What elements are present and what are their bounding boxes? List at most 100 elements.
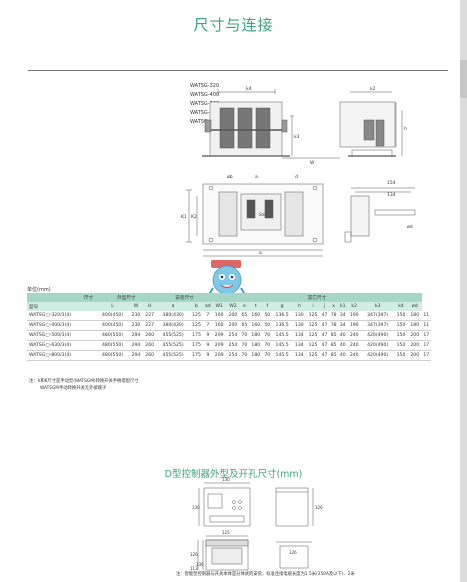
table-cell: 47 <box>319 330 330 341</box>
table-cell: 145.5 <box>271 330 293 341</box>
header-mount: 安装尺寸 <box>156 293 213 302</box>
header-col: b <box>189 302 204 311</box>
model-list: WATSG-320 WATSG-400 WATSG-500 WATSG-630 … <box>190 82 219 127</box>
header-other: 其它尺寸 <box>212 293 422 302</box>
header-col: k3 <box>361 302 395 311</box>
dim-cut-height: 126 <box>289 550 297 555</box>
dim-od: ød <box>407 224 413 230</box>
table-cell: 134 <box>292 350 307 361</box>
table-cell: 200 <box>226 311 240 321</box>
header-col: h <box>292 302 307 311</box>
dim-h: h <box>404 126 407 132</box>
table-cell: 200 <box>407 330 422 341</box>
table-cell: 145.5 <box>271 340 293 351</box>
table-cell: 400(450) <box>96 311 130 321</box>
header-model: 型号 <box>27 302 97 311</box>
table-cell: 240 <box>347 330 362 341</box>
table-cell: 380(430) <box>156 320 190 331</box>
header-col: W2 <box>226 302 240 311</box>
header-col: W <box>129 302 143 311</box>
table-cell: 50 <box>262 320 272 331</box>
header-col: k1 <box>338 302 348 311</box>
dim-k1: K1 <box>181 214 187 220</box>
table-cell: 70 <box>262 340 272 351</box>
row-model: WATSG▢-800/3(4) <box>27 350 97 361</box>
table-cell: 150 <box>394 311 408 321</box>
table-cell: 17 <box>421 340 431 351</box>
table-cell: 85 <box>329 350 339 361</box>
table-cell: 40 <box>338 330 348 341</box>
table-cell: 70 <box>262 330 272 341</box>
table-cell: 125 <box>306 330 320 341</box>
table-cell: 125 <box>306 311 320 321</box>
table-cell: 209 <box>212 330 227 341</box>
table-cell: 47 <box>319 350 330 361</box>
table-cell: 160 <box>212 320 227 331</box>
table-cell: 347(397) <box>361 320 395 331</box>
dim-k2: k2 <box>370 86 376 92</box>
table-cell: 130 <box>292 311 307 321</box>
model-item: WATSG-800 <box>190 119 220 125</box>
table-cell: 200 <box>407 340 422 351</box>
table-cell: 17 <box>421 350 431 361</box>
table-cell: 34 <box>338 320 348 331</box>
header-col: ød <box>407 302 422 311</box>
header-col: W1 <box>212 302 227 311</box>
model-item: WATSG-320 <box>190 83 220 89</box>
table-cell: 180 <box>248 330 263 341</box>
table-cell: 175 <box>189 330 204 341</box>
table-cell: 480(550) <box>96 330 130 341</box>
table-cell: 200 <box>407 350 422 361</box>
table-cell: 70 <box>239 340 249 351</box>
table-cell: 85 <box>329 330 339 341</box>
table-cell: 400(450) <box>96 320 130 331</box>
table-cell: 47 <box>319 340 330 351</box>
dim-154: 154 <box>387 180 396 186</box>
header-col: e <box>239 302 249 311</box>
table-cell: 17 <box>421 330 431 341</box>
header-col: k2 <box>347 302 362 311</box>
table-header-group: 尺寸 外型尺寸 安装尺寸 其它尺寸 <box>27 293 431 302</box>
footnote: 注：智能型控制器与开关本体是分体式的安装，标准连接电缆长度为1.5米(250A及… <box>176 572 355 577</box>
note-line: WATSGM手动转换开关无外接端子 <box>40 386 107 391</box>
header-col: H <box>142 302 157 311</box>
table-cell: 125 <box>189 311 204 321</box>
table-cell: 294 <box>129 350 143 361</box>
table-cell: 78 <box>329 320 339 331</box>
dim-k2-left: K2 <box>191 214 197 220</box>
table-cell: 254 <box>226 350 240 361</box>
table-cell: 209 <box>212 350 227 361</box>
table-cell: 294 <box>129 340 143 351</box>
table-cell: 34 <box>338 311 348 321</box>
header-col: x <box>329 302 339 311</box>
dim-a-top: a <box>255 175 258 180</box>
table-cell: 150 <box>394 340 408 351</box>
table-cell: 200 <box>226 320 240 331</box>
header-col: a <box>156 302 190 311</box>
table-cell: 125 <box>189 320 204 331</box>
table-cell: 125 <box>306 340 320 351</box>
header-col: j <box>319 302 330 311</box>
table-cell: 150 <box>394 350 408 361</box>
table-cell: 455(525) <box>156 330 190 341</box>
table-cell: 145.5 <box>271 350 293 361</box>
table-cell: 420(490) <box>361 350 395 361</box>
table-cell: 227 <box>142 320 157 331</box>
table-cell: 65 <box>239 311 249 321</box>
dim-d: d <box>295 174 298 180</box>
table-cell: 125 <box>306 320 320 331</box>
table-cell: 9 <box>203 340 213 351</box>
table-cell: 209 <box>212 340 227 351</box>
header-col: ad <box>203 302 213 311</box>
dim-ob: øb <box>227 174 233 180</box>
table-cell: 190 <box>347 320 362 331</box>
table-cell: 9 <box>203 350 213 361</box>
table-cell: 9 <box>203 330 213 341</box>
model-item: WATSG-500 <box>190 101 220 107</box>
switch-elevation-drawing: k4 k3 W k2 h <box>202 86 407 166</box>
header-col: f <box>262 302 272 311</box>
table-cell: 7 <box>203 311 213 321</box>
header-col: i <box>306 302 320 311</box>
